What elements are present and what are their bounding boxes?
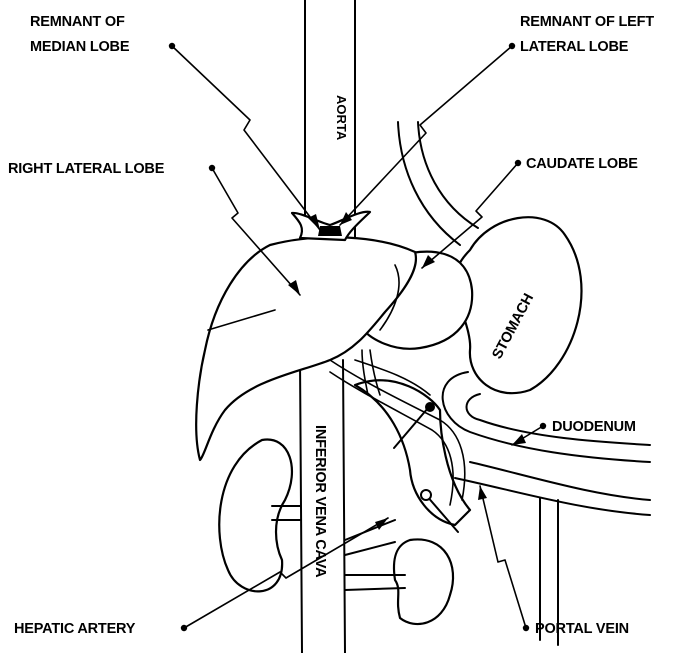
remnant-piece <box>292 212 370 240</box>
left-kidney <box>394 539 453 624</box>
duodenum-vessel <box>443 372 650 645</box>
caudate-lobe-label: CAUDATE LOBE <box>526 156 638 172</box>
pancreas-region <box>355 380 470 525</box>
remnant-left-label-line1: REMNANT OF LEFT <box>520 14 654 30</box>
right-lateral-lobe-label: RIGHT LATERAL LOBE <box>8 161 165 177</box>
right-lateral-lobe-organ <box>196 237 416 460</box>
inferior-vena-cava-label: INFERIOR VENA CAVA <box>312 425 328 578</box>
hepatic-artery-label: HEPATIC ARTERY <box>14 621 136 637</box>
right-kidney <box>219 440 292 592</box>
remnant-left-label-line2: LATERAL LOBE <box>520 39 629 55</box>
aorta-label: AORTA <box>334 95 349 141</box>
duodenum-label: DUODENUM <box>552 419 636 435</box>
remnant-median-label-line2: MEDIAN LOBE <box>30 39 130 55</box>
esophagus <box>398 122 478 245</box>
remnant-median-label-line1: REMNANT OF <box>30 14 125 30</box>
portal-vein-label: PORTAL VEIN <box>535 621 629 637</box>
